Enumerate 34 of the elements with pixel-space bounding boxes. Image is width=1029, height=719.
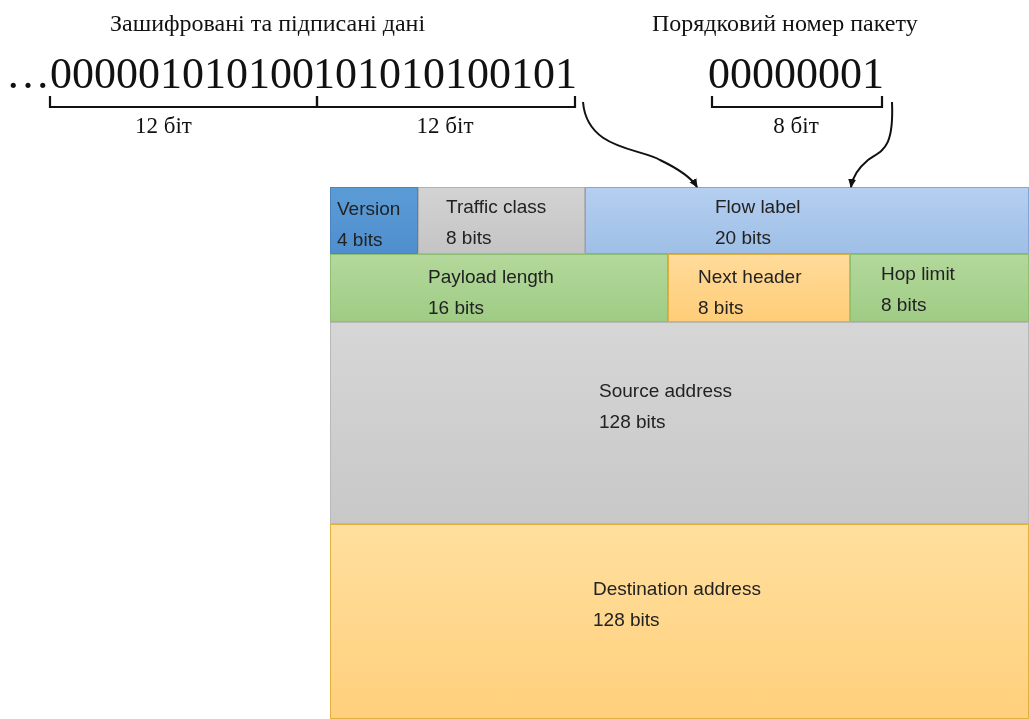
field-size: 4 bits [337, 230, 383, 249]
field-size: 16 bits [428, 298, 484, 317]
field-box [330, 524, 1029, 719]
arrow [848, 101, 894, 188]
bit-count: 8 біт [773, 113, 819, 139]
bit-string: 101010100101 [313, 50, 577, 99]
field-name: Next header [698, 267, 802, 286]
field-name: Version [337, 199, 401, 218]
field-box [330, 322, 1029, 524]
field-size: 8 bits [881, 295, 927, 314]
field-name: Payload length [428, 267, 554, 286]
heading: Зашифровані та підписані дані [110, 10, 426, 37]
arrow [582, 101, 698, 188]
field-name: Hop limit [881, 264, 955, 283]
field-name: Source address [599, 381, 733, 400]
field-box [330, 187, 418, 254]
field-box [418, 187, 585, 254]
field-box [585, 187, 1029, 254]
field-size: 128 bits [593, 610, 660, 629]
field-box [668, 254, 850, 322]
field-name: Destination address [593, 579, 761, 598]
heading: Порядковий номер пакету [652, 10, 918, 37]
bit-count: 12 біт [416, 113, 474, 139]
bit-count: 12 біт [135, 113, 192, 139]
field-name: Flow label [715, 197, 801, 216]
bit-string: …000001010100 [6, 50, 314, 99]
bit-string: 00000001 [708, 50, 884, 99]
field-size: 20 bits [715, 228, 771, 247]
field-size: 8 bits [446, 228, 492, 247]
field-name: Traffic class [446, 197, 547, 216]
field-size: 128 bits [599, 412, 666, 431]
field-box [330, 254, 668, 322]
field-box [850, 254, 1029, 322]
field-size: 8 bits [698, 298, 744, 317]
